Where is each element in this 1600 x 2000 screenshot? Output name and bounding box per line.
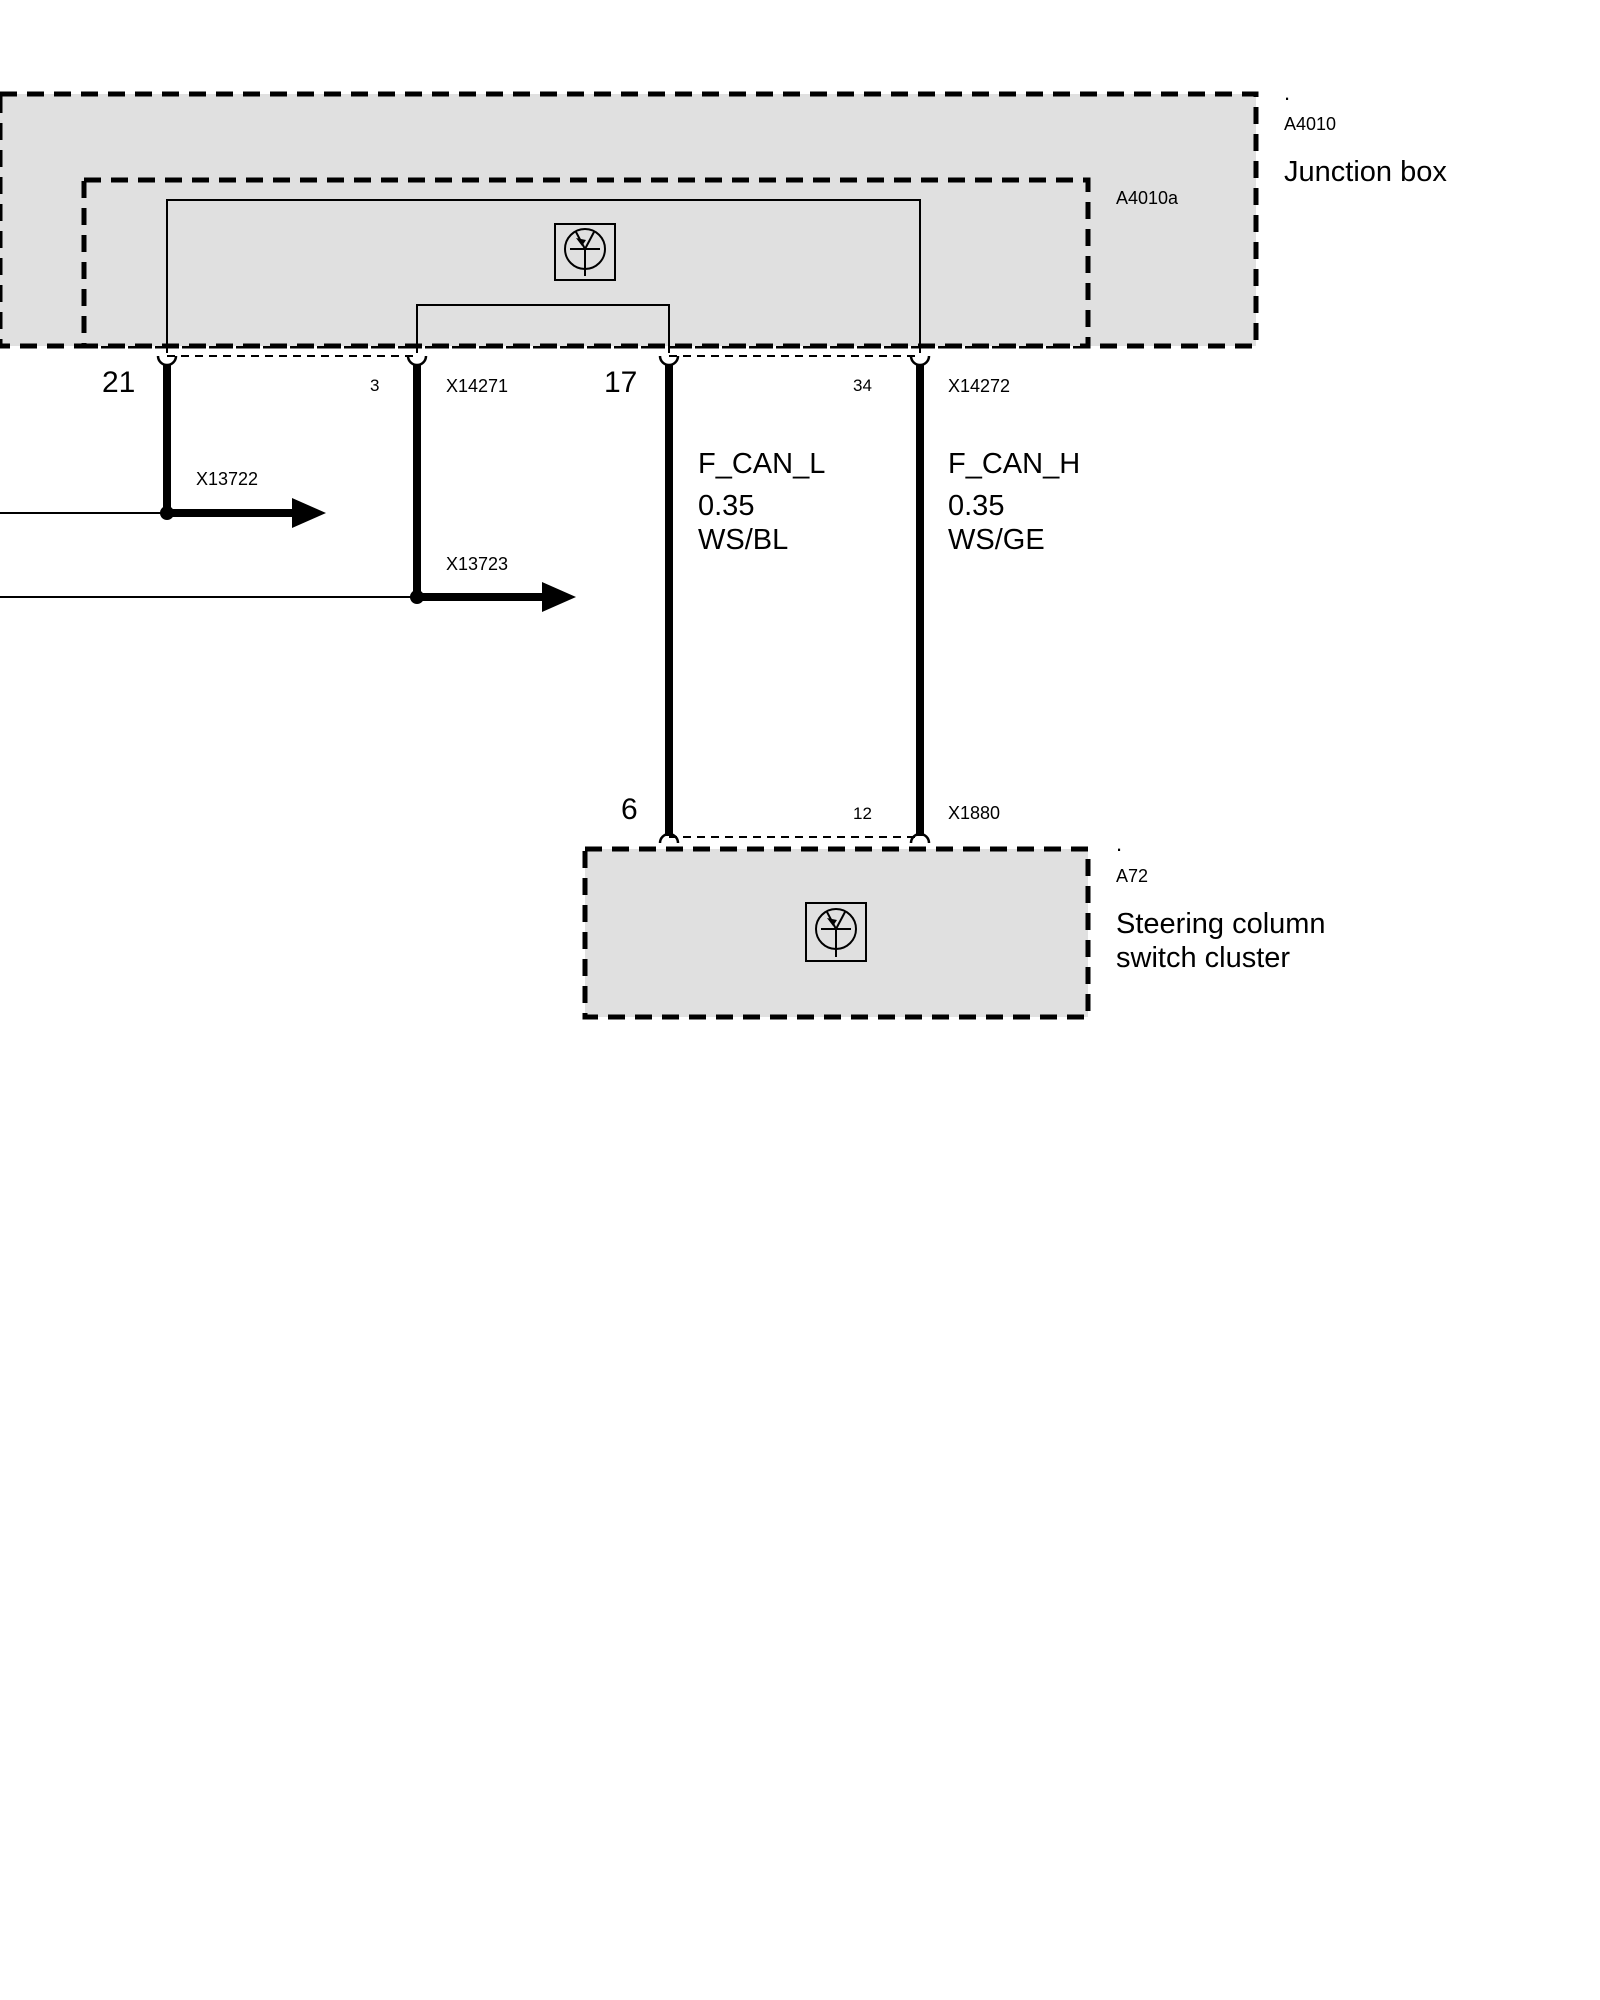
steering-column-dot: .	[1116, 831, 1123, 856]
transistor-icon	[805, 902, 867, 962]
connector-x14271-label: X14271	[446, 376, 509, 396]
branch-x13722	[0, 498, 326, 528]
pin-34-label: 34	[853, 376, 872, 395]
junction-box-name: Junction box	[1284, 156, 1447, 188]
connector-x14272-label: X14272	[948, 376, 1011, 396]
pin-hooks-top	[156, 355, 931, 367]
connector-x13723-label: X13723	[446, 554, 509, 574]
branch-x13723	[0, 582, 576, 612]
steering-column-code: A72	[1116, 866, 1149, 886]
wire-f-can-l-color: WS/BL	[698, 524, 789, 556]
internal-wire-outer	[166, 199, 921, 353]
pin-17-label: 17	[604, 366, 638, 399]
wire-f-can-l-signal: F_CAN_L	[698, 448, 826, 480]
connector-x13722-label: X13722	[196, 469, 259, 489]
wire-f-can-h-color: WS/GE	[948, 524, 1045, 556]
steering-column-name-line1: Steering column	[1116, 908, 1326, 940]
pin-hooks-bottom	[658, 832, 931, 844]
pin-12-label: 12	[853, 804, 872, 823]
junction-box-inner-code: A4010a	[1116, 188, 1179, 208]
pin-21-label: 21	[102, 366, 136, 399]
wire-f-can-h-size: 0.35	[948, 490, 1005, 522]
wire-f-can-h-signal: F_CAN_H	[948, 448, 1081, 480]
transistor-icon	[554, 223, 616, 281]
pin-6-label: 6	[621, 793, 638, 826]
wire-f-can-l-size: 0.35	[698, 490, 755, 522]
steering-column-name-line2: switch cluster	[1116, 942, 1291, 974]
connector-x1880-label: X1880	[948, 803, 1001, 823]
pin-3-label: 3	[370, 376, 380, 395]
internal-wire-inner	[416, 304, 670, 353]
junction-box-dot: .	[1284, 80, 1291, 105]
junction-box-code: A4010	[1284, 114, 1337, 134]
